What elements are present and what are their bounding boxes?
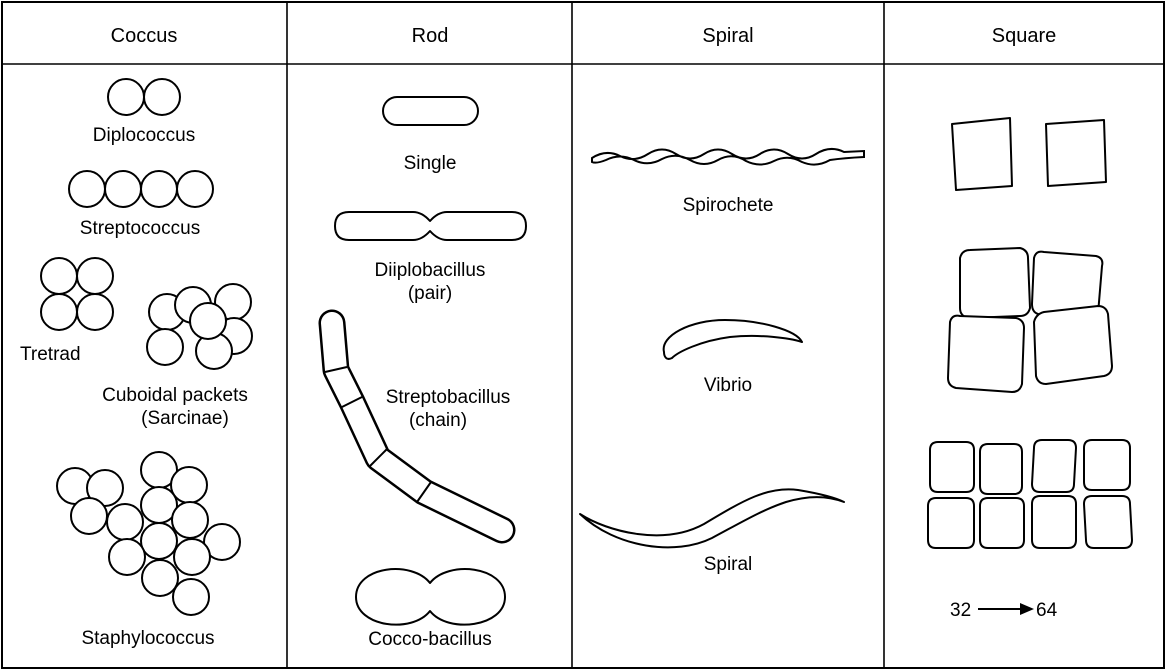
count-from-label: 32 [950, 600, 971, 621]
count-to-label: 64 [1036, 600, 1058, 621]
staphylococcus-label: Staphylococcus [81, 628, 214, 649]
spiral-label: Spiral [704, 554, 753, 575]
streptococcus-shape [69, 171, 213, 207]
header-spiral: Spiral [702, 25, 753, 47]
coccobacillus-label: Cocco-bacillus [368, 629, 492, 650]
tetrad-shape [41, 258, 113, 330]
header-coccus: Coccus [111, 25, 178, 47]
tetrad-label: Tretrad [20, 344, 81, 365]
square-column: 32 64 [928, 118, 1132, 621]
coccus-column: Diplococcus Streptococcus Tretrad Cuboid… [20, 79, 252, 649]
rod-column: Single Diiplobacillus (pair) Streptobaci… [325, 97, 526, 650]
single-rod-shape [383, 97, 478, 125]
vibrio-shape [664, 320, 802, 359]
header-row: Coccus Rod Spiral Square [111, 25, 1057, 47]
diplobacillus-shape [335, 212, 526, 240]
diplobacillus-label-line2: (pair) [408, 283, 452, 304]
arrow-icon [978, 603, 1034, 615]
streptobacillus-label-line1: Streptobacillus [386, 387, 511, 408]
square-tetrad-shape [948, 248, 1112, 392]
vibrio-label: Vibrio [704, 375, 752, 396]
diplobacillus-label-line1: Diiplobacillus [375, 260, 486, 281]
cuboidal-label-line1: Cuboidal packets [102, 385, 248, 406]
square-pair-shape [952, 118, 1106, 190]
staphylococcus-shape [57, 452, 240, 615]
sarcinae-shape [147, 284, 252, 369]
square-packet-shape [928, 440, 1132, 548]
header-square: Square [992, 25, 1057, 47]
single-label: Single [404, 153, 457, 174]
cuboidal-label-line2: (Sarcinae) [141, 408, 229, 429]
streptobacillus-label-line2: (chain) [409, 410, 467, 431]
spirochete-label: Spirochete [683, 195, 774, 216]
coccobacillus-shape [356, 569, 505, 625]
spiral-column: Spirochete Vibrio Spiral [580, 149, 864, 575]
spirochete-shape [592, 149, 864, 165]
header-rod: Rod [412, 25, 449, 47]
diplococcus-shape [108, 79, 180, 115]
diplococcus-label: Diplococcus [93, 125, 195, 146]
spiral-shape [580, 489, 844, 547]
streptococcus-label: Streptococcus [80, 218, 200, 239]
